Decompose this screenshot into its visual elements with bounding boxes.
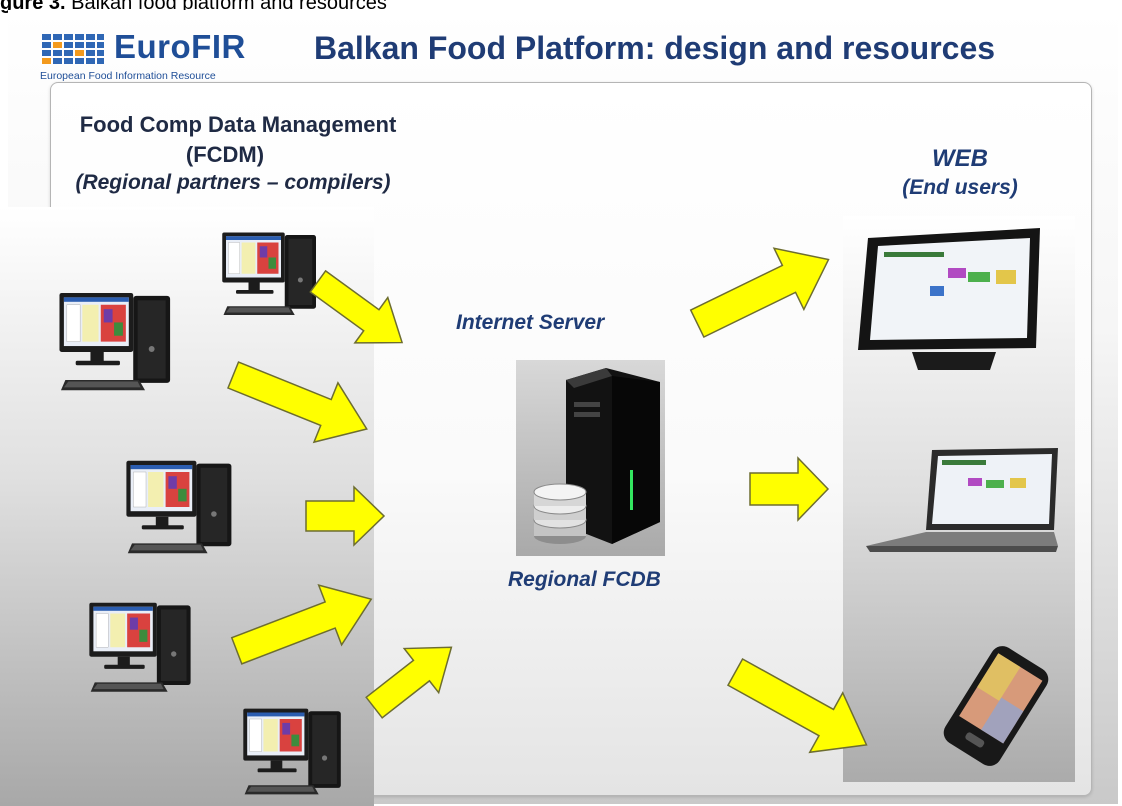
smartphone-icon [943, 646, 1049, 766]
logo-wordmark: EuroFIR [114, 28, 246, 65]
desktop-computer-icon [221, 232, 317, 316]
eurofir-logo: EuroFIR European Food Information Resour… [38, 28, 278, 92]
arrow-icon [365, 646, 453, 719]
database-icon [533, 483, 587, 544]
fcdm-acronym: (FCDM) [185, 142, 265, 167]
web-end-users: (End users) [902, 176, 1018, 199]
slide-title: Balkan Food Platform: design and resourc… [314, 30, 996, 66]
arrow-icon [305, 485, 386, 547]
arrow-icon [749, 456, 830, 522]
arrow-icon [689, 247, 830, 339]
logo-subtitle: European Food Information Resource [40, 70, 216, 82]
logo-grid-icon [42, 34, 104, 64]
web-heading: WEB (End users) [840, 144, 1080, 202]
fcdm-title: Food Comp Data Management [79, 112, 397, 137]
desktop-computer-icon [88, 602, 192, 693]
arrow-icon [309, 269, 404, 344]
arrow-icon [726, 657, 868, 754]
fcdm-heading: Food Comp Data Management (FCDM) (Region… [60, 110, 460, 196]
laptop-icon [866, 448, 1058, 552]
internet-server-label: Internet Server [456, 311, 605, 334]
arrow-icon [230, 583, 373, 665]
desktop-computer-icon [125, 460, 232, 554]
regional-fcdb-label: Regional FCDB [508, 568, 661, 591]
server-tower-icon [566, 368, 660, 544]
web-title: WEB [932, 145, 988, 172]
arrow-icon [227, 361, 368, 444]
monitor-icon [858, 228, 1040, 370]
desktop-computer-icon [58, 292, 171, 391]
desktop-computer-icon [242, 708, 342, 795]
fcdm-partners: (Regional partners – compilers) [75, 171, 391, 194]
